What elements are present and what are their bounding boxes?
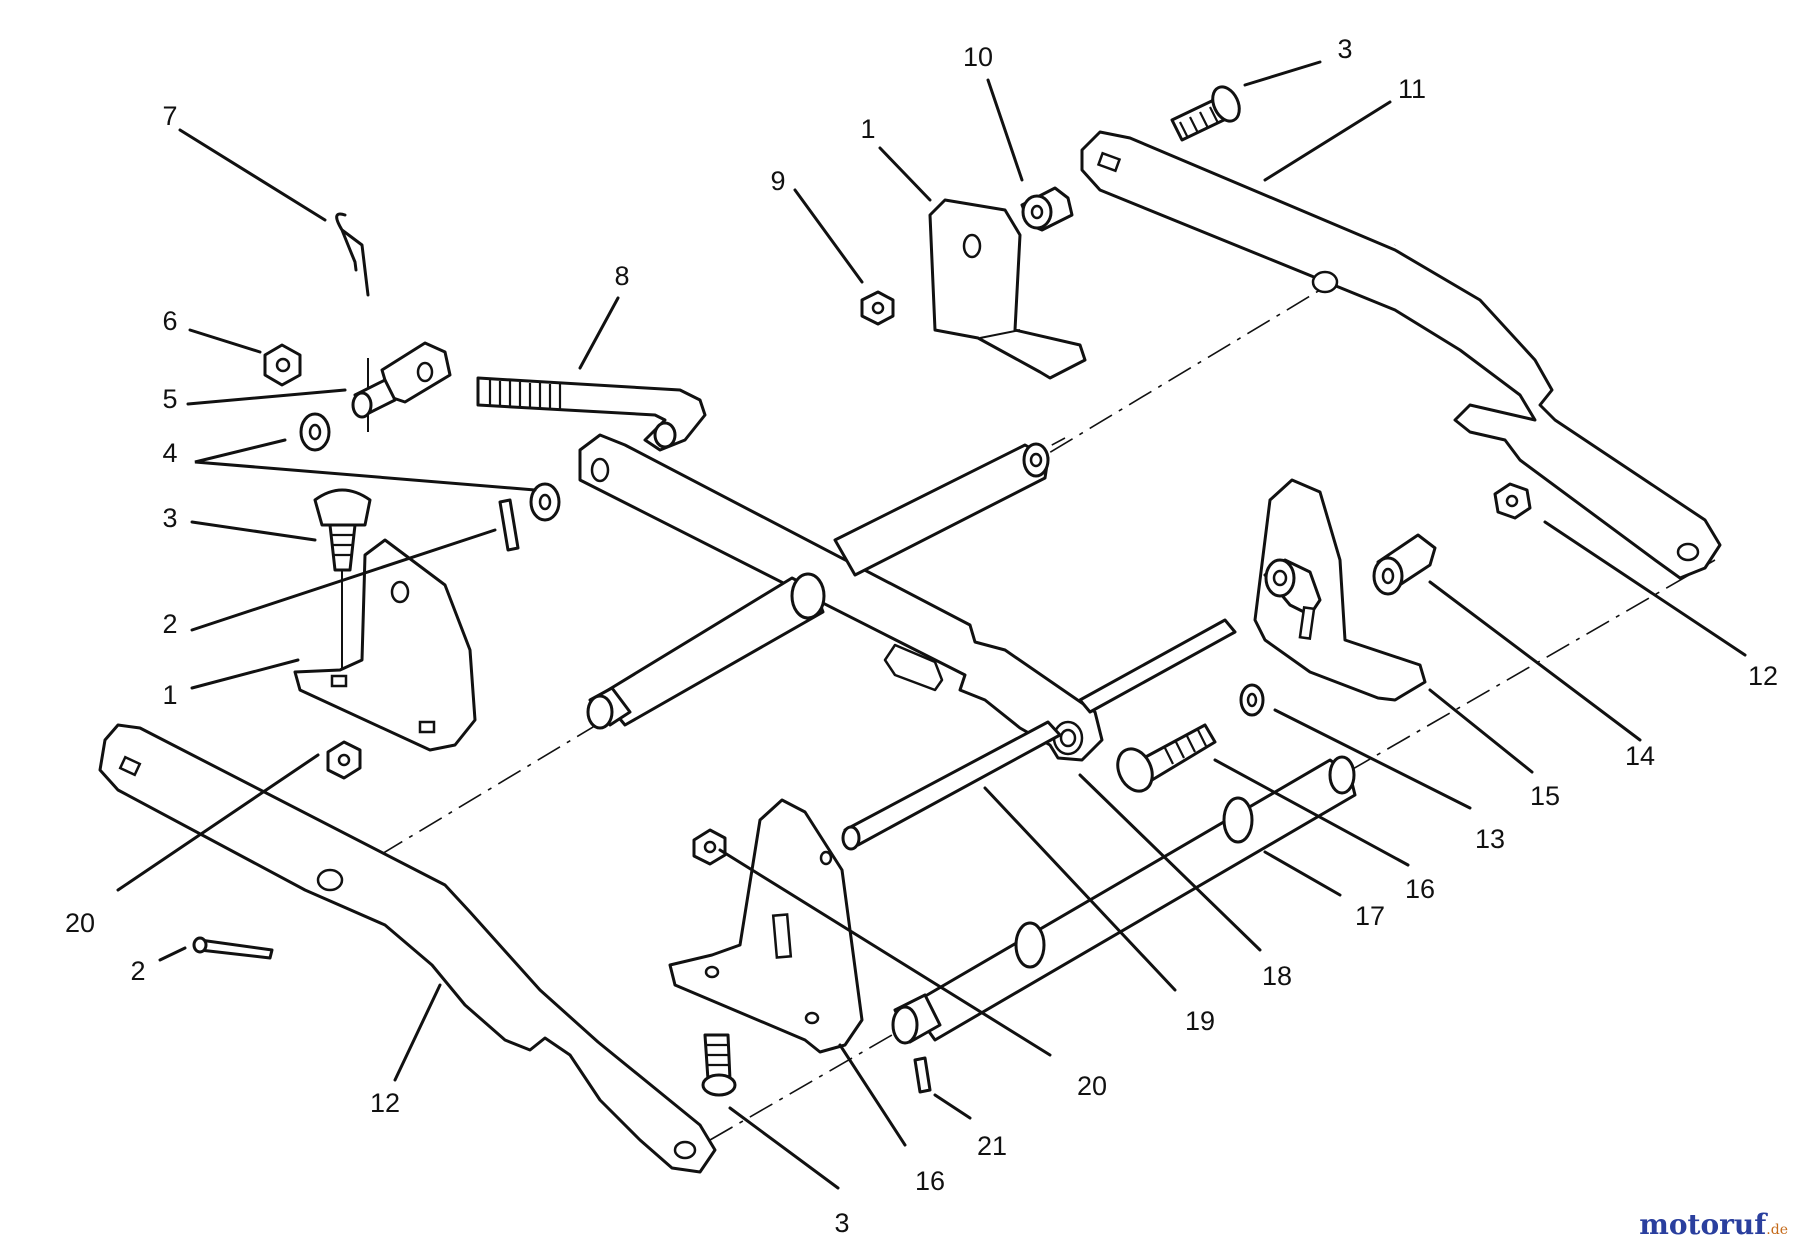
adjustment-shaft — [891, 755, 1357, 1045]
hex-nut-clevis — [263, 343, 302, 387]
callout-hex-nut-right: 12 — [1748, 661, 1778, 691]
callout-bolt-lower-front: 3 — [834, 1208, 849, 1238]
callout-carriage-bolt-upper: 3 — [1337, 34, 1352, 64]
rod-threads — [488, 380, 562, 409]
upper-pivot-shaft — [833, 442, 1050, 577]
cotter-pin-upper — [498, 498, 520, 552]
carriage-bolt-left — [313, 488, 372, 572]
callout-hex-nut-upper: 9 — [770, 166, 785, 196]
callout-clevis-pin: 5 — [162, 384, 177, 414]
hex-nut-lower — [692, 828, 727, 866]
callout-front-center-bracket: 16 — [915, 1166, 945, 1196]
callout-left-bracket: 1 — [162, 680, 177, 710]
spacer-bushing-right — [1372, 533, 1437, 596]
hex-nut-upper — [860, 290, 895, 326]
cotter-pin-lower — [913, 1056, 932, 1094]
washer-right — [1239, 683, 1265, 717]
watermark-tld: .de — [1766, 1222, 1788, 1238]
hex-nut-left — [326, 740, 362, 780]
front-center-bracket — [668, 798, 864, 1054]
site-watermark-logo: motoruf.de — [1639, 1208, 1788, 1241]
connecting-rod — [1078, 618, 1237, 714]
callout-hair-pin: 7 — [162, 101, 177, 131]
pivot-rod — [841, 720, 1062, 851]
callout-cotter-pin-lower: 21 — [977, 1131, 1007, 1161]
front-lift-arm — [98, 723, 717, 1174]
callout-right-bracket: 15 — [1530, 781, 1560, 811]
callout-adjustment-shaft: 17 — [1355, 901, 1385, 931]
callout-labels: 7 6 5 4 3 2 1 20 2 12 8 9 1 10 3 11 12 1… — [65, 34, 1778, 1238]
cotter-pin-left — [192, 936, 274, 960]
callout-front-lift-arm: 12 — [370, 1088, 400, 1118]
callout-hex-nut-clevis: 6 — [162, 306, 177, 336]
carriage-bolt-right — [1116, 723, 1217, 793]
leader-lines — [116, 60, 1747, 1190]
callout-hex-nut-lower: 20 — [1077, 1071, 1107, 1101]
carriage-bolt-upper — [1170, 85, 1241, 142]
upper-mounting-bracket — [928, 198, 1087, 380]
callout-carriage-bolt-right: 16 — [1405, 874, 1435, 904]
callout-spacer-upper: 10 — [963, 42, 993, 72]
hex-nut-right — [1493, 482, 1532, 520]
callout-pivot-rod: 19 — [1185, 1006, 1215, 1036]
callout-cotter-pin-left: 2 — [130, 956, 145, 986]
callout-threaded-rod: 8 — [614, 261, 629, 291]
rear-lift-arm — [1080, 130, 1722, 580]
callout-rear-lift-arm: 11 — [1398, 74, 1426, 104]
clevis-pin — [351, 341, 452, 419]
callout-hex-nut-left: 20 — [65, 908, 95, 938]
washer-pair — [299, 412, 561, 522]
bolt-lower-front — [701, 1033, 737, 1097]
lower-pivot-shaft — [586, 572, 826, 730]
callout-upper-bracket: 1 — [860, 114, 875, 144]
callout-carriage-bolt-left: 3 — [162, 503, 177, 533]
left-mounting-bracket — [293, 538, 477, 752]
spacer-bushing-upper — [1020, 186, 1074, 232]
threaded-adjustment-rod — [476, 376, 707, 452]
right-mounting-bracket — [1253, 478, 1427, 702]
watermark-brand: motoruf — [1639, 1208, 1767, 1241]
callout-spacer-right: 14 — [1625, 741, 1655, 771]
callout-washer-right: 13 — [1475, 824, 1505, 854]
callout-washer: 4 — [162, 438, 177, 468]
callout-main-cross-beam: 18 — [1262, 961, 1292, 991]
hair-pin-clip — [335, 212, 370, 297]
callout-cotter-pin-upper: 2 — [162, 609, 177, 639]
